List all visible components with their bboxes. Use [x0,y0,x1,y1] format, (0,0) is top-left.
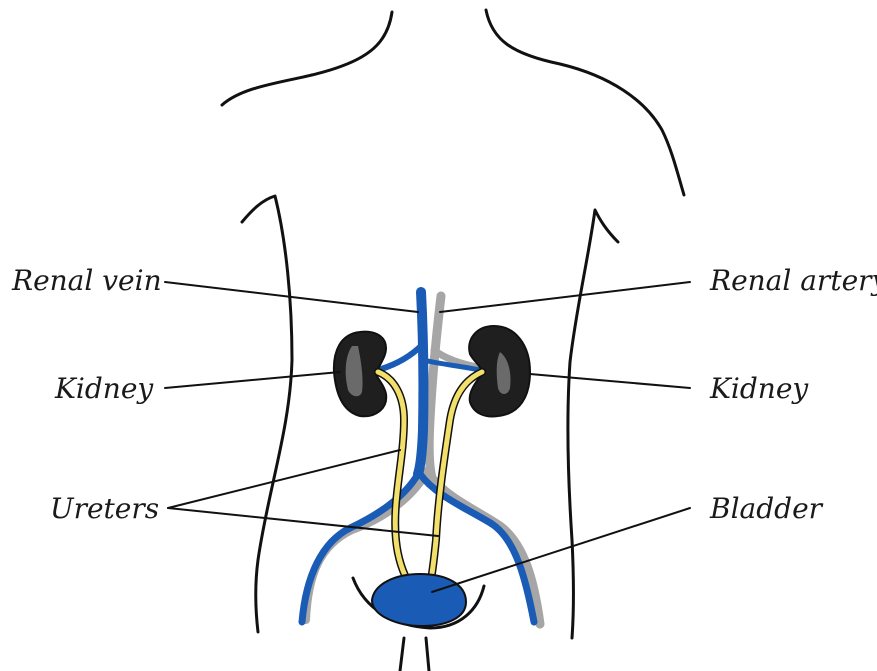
renal-artery-leader [440,282,690,312]
bladder-leader [432,508,690,592]
body-outline [222,10,684,671]
bladder-label: Bladder [709,492,824,525]
renal-artery-label: Renal artery [709,264,877,297]
vena-cava [418,292,423,474]
left-arm-torso [242,196,292,632]
kidney-right-leader [530,374,690,388]
urethra-right [426,638,429,671]
urethra-left [400,638,404,671]
renal-vein-label: Renal vein [11,264,162,297]
bladder [372,574,466,626]
neck-right-shoulder [486,10,684,195]
ureters-label: Ureters [50,492,159,525]
kidney-left-leader [165,372,340,388]
ureters-leader-top [168,450,400,508]
kidney-right-label: Kidney [709,372,809,405]
kidney-left-label: Kidney [54,372,154,405]
neck-left-shoulder [222,12,392,105]
right-arm-torso [568,210,618,638]
aorta [429,296,441,478]
